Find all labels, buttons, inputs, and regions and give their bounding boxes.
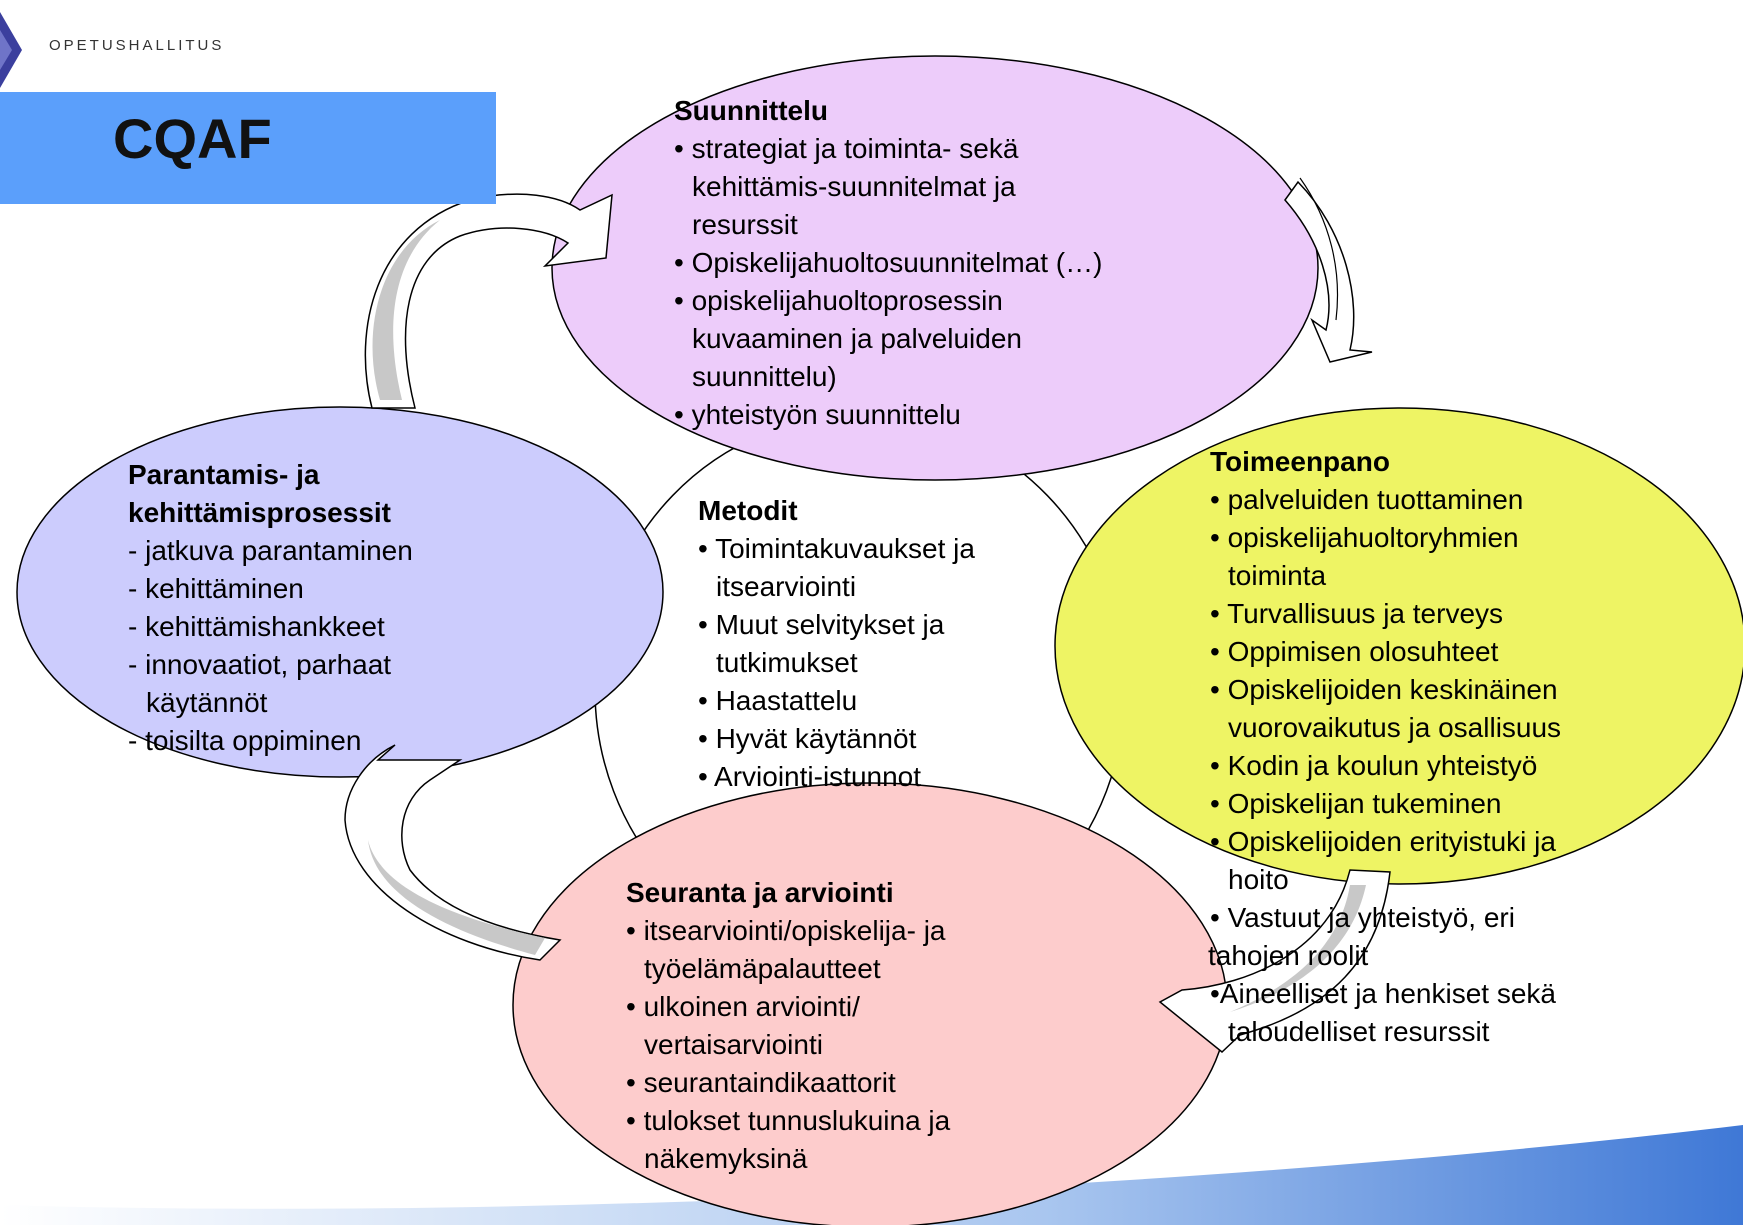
list-item: kuvaaminen ja palveluiden [692, 323, 1022, 354]
list-item: taloudelliset resurssit [1228, 1016, 1490, 1047]
list-item: vuorovaikutus ja osallisuus [1228, 712, 1562, 743]
arrow-to-seuranta [1158, 869, 1391, 1053]
list-item: - toisilta oppiminen [128, 725, 362, 756]
list-item: - innovaatiot, parhaat [128, 649, 392, 680]
list-item: • Arviointi-istunnot [698, 761, 922, 792]
suunnittelu-text: Suunnittelu • strategiat ja toiminta- se… [674, 92, 1102, 434]
list-item: työelämäpalautteet [644, 953, 881, 984]
list-item: • Opiskelijan tukeminen [1210, 788, 1502, 819]
seuranta-heading: Seuranta ja arviointi [626, 877, 894, 908]
list-item: - kehittämishankkeet [128, 611, 385, 642]
list-item: • tulokset tunnuslukuina ja [626, 1105, 951, 1136]
seuranta-text: Seuranta ja arviointi • itsearviointi/op… [626, 874, 950, 1178]
list-item: • seurantaindikaattorit [626, 1067, 896, 1098]
suunnittelu-heading: Suunnittelu [674, 95, 828, 126]
list-item: • Opiskelijoiden keskinäinen [1210, 674, 1558, 705]
list-item: • Turvallisuus ja terveys [1210, 598, 1504, 629]
parantaminen-ellipse [16, 406, 664, 778]
list-item: toiminta [1228, 560, 1327, 591]
suunnittelu-ellipse [551, 55, 1319, 481]
list-item: • yhteistyön suunnittelu [674, 399, 961, 430]
list-item: • Vastuut ja yhteistyö, eri [1210, 902, 1515, 933]
list-item: • itsearviointi/opiskelija- ja [626, 915, 946, 946]
list-item: • ulkoinen arviointi/ [626, 991, 860, 1022]
list-item: tutkimukset [716, 647, 858, 678]
list-item: - kehittäminen [128, 573, 304, 604]
list-item: • opiskelijahuoltoryhmien [1210, 522, 1519, 553]
list-item: • opiskelijahuoltoprosessin [674, 285, 1003, 316]
list-item: vertaisarviointi [644, 1029, 823, 1060]
list-item: • Haastattelu [698, 685, 858, 716]
list-item: resurssit [692, 209, 798, 240]
parantaminen-heading-1: Parantamis- ja [128, 459, 320, 490]
list-item: • Opiskelijoiden erityistuki ja [1210, 826, 1556, 857]
list-item: • Hyvät käytännöt [698, 723, 917, 754]
page-title: CQAF [113, 107, 272, 170]
title-banner [0, 92, 496, 204]
list-item: • Kodin ja koulun yhteistyö [1210, 750, 1538, 781]
list-item: suunnittelu) [692, 361, 837, 392]
metodit-heading: Metodit [698, 495, 798, 526]
decorative-swoosh [0, 1125, 1743, 1225]
parantaminen-heading-2: kehittämisprosessit [128, 497, 391, 528]
list-item: käytännöt [146, 687, 268, 718]
toimeenpano-heading: Toimeenpano [1210, 446, 1390, 477]
list-item: • palveluiden tuottaminen [1210, 484, 1524, 515]
arrow-to-suunnittelu [364, 193, 613, 409]
list-item: •Aineelliset ja henkiset sekä [1210, 978, 1556, 1009]
list-item: • Opiskelijahuoltosuunnitelmat (…) [674, 247, 1103, 278]
list-item: kehittämis-suunnitelmat ja [692, 171, 1016, 202]
arrow-to-toimeenpano [1284, 180, 1373, 363]
list-item: tahojen roolit [1208, 940, 1369, 971]
list-item: - jatkuva parantaminen [128, 535, 413, 566]
toimeenpano-text: Toimeenpano • palveluiden tuottaminen • … [1208, 443, 1562, 1051]
toimeenpano-ellipse [1054, 407, 1743, 885]
list-item: • Toimintakuvaukset ja [698, 533, 975, 564]
list-item: • Oppimisen olosuhteet [1210, 636, 1499, 667]
arrow-to-parantaminen [344, 744, 562, 961]
organization-name: OPETUSHALLITUS [49, 37, 225, 54]
parantaminen-text: Parantamis- ja kehittämisprosessit - jat… [128, 456, 413, 760]
list-item: näkemyksinä [644, 1143, 808, 1174]
list-item: hoito [1228, 864, 1289, 895]
list-item: • strategiat ja toiminta- sekä [674, 133, 1019, 164]
list-item: • Muut selvitykset ja [698, 609, 945, 640]
metodit-text: Metodit • Toimintakuvaukset ja itsearvio… [698, 492, 975, 796]
list-item: itsearviointi [716, 571, 857, 602]
